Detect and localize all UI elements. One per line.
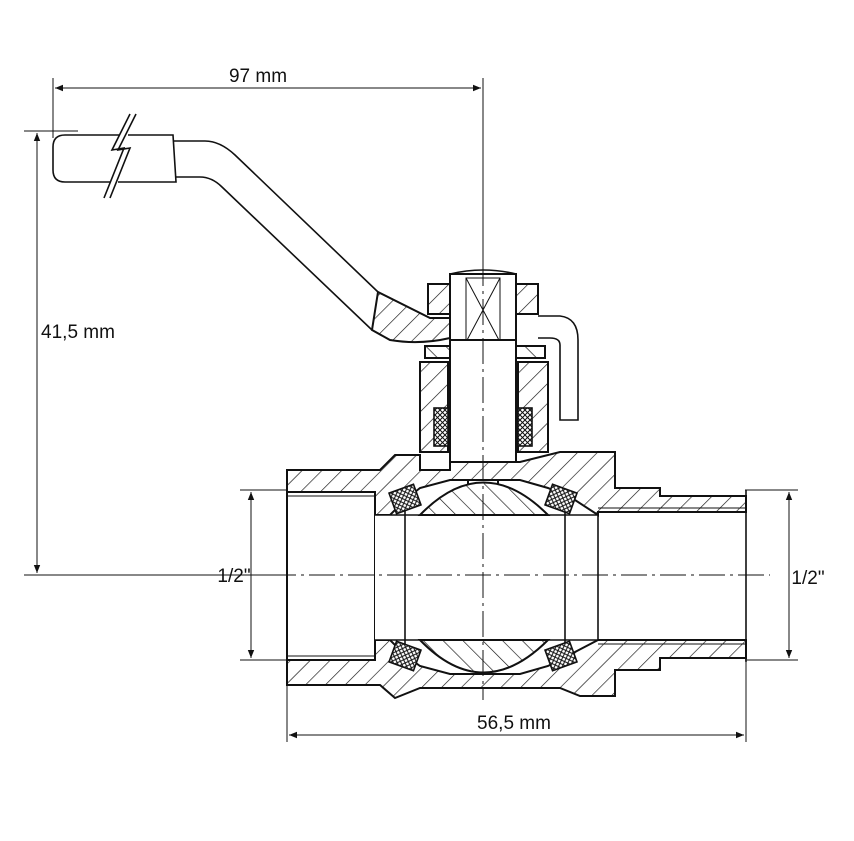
valve-body [286, 451, 747, 700]
inlet-thread-label: 1/2" [217, 566, 250, 587]
center-lines [270, 260, 770, 700]
dimension-inlet-thread: 1/2" [217, 489, 290, 661]
dimension-overall-length: 97 mm [52, 66, 484, 300]
valve-handle [52, 113, 451, 344]
dimension-outlet-thread: 1/2" [745, 489, 825, 661]
dimension-handle-height: 41,5 mm [24, 130, 290, 576]
handle-height-label: 41,5 mm [41, 322, 115, 343]
outlet-thread-label: 1/2" [791, 568, 824, 589]
overall-length-label: 97 mm [229, 66, 287, 87]
body-length-label: 56,5 mm [477, 713, 551, 734]
dimension-body-length: 56,5 mm [286, 662, 747, 742]
